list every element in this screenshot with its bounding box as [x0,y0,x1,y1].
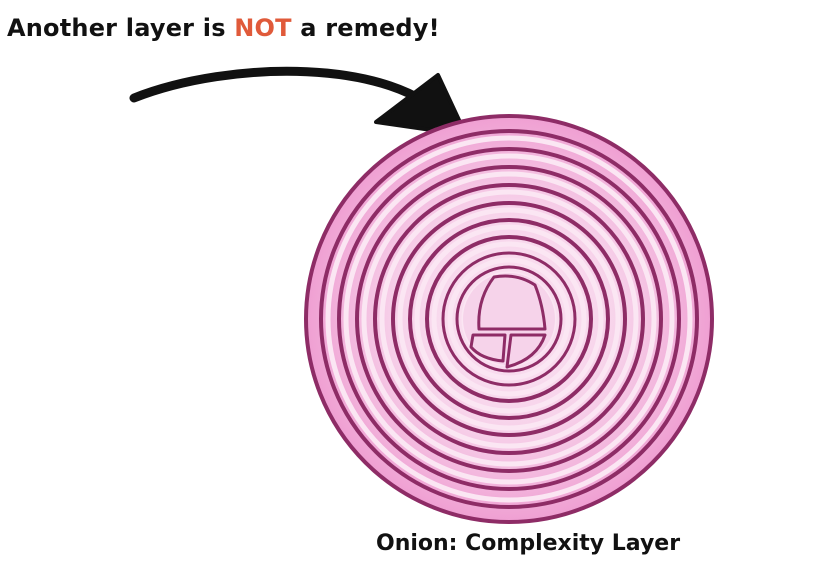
onion-ring-highlight [431,241,587,397]
headline-prefix: Another layer is [7,14,226,42]
onion-ring-highlight [447,257,571,381]
onion-ring [408,218,610,420]
headline: Another layer is NOT a remedy! [7,14,440,42]
onion-ring [441,251,577,387]
onion-ring [391,201,627,437]
onion-ring [425,235,593,403]
core-piece-right [505,333,547,369]
onion-ring-highlight [379,189,639,449]
onion-core [469,274,547,369]
arrow-head [374,73,468,137]
onion-ring-highlight [361,171,657,467]
onion-ring-highlight [414,224,604,414]
onion-ring-highlight [343,153,675,485]
onion-ring-highlight [397,207,621,431]
onion-diagram [304,114,714,524]
onion-ring [373,183,645,455]
headline-suffix: a remedy! [300,14,440,42]
onion-ring [337,147,681,491]
onion-ring [319,129,699,509]
onion-ring-highlight [325,135,693,503]
core-piece-left [469,333,507,363]
headline-emphasis: NOT [234,14,292,42]
core-piece-top [477,274,547,331]
onion-ring [455,265,563,373]
onion-ring [355,165,663,473]
diagram-caption: Onion: Complexity Layer [376,531,681,556]
